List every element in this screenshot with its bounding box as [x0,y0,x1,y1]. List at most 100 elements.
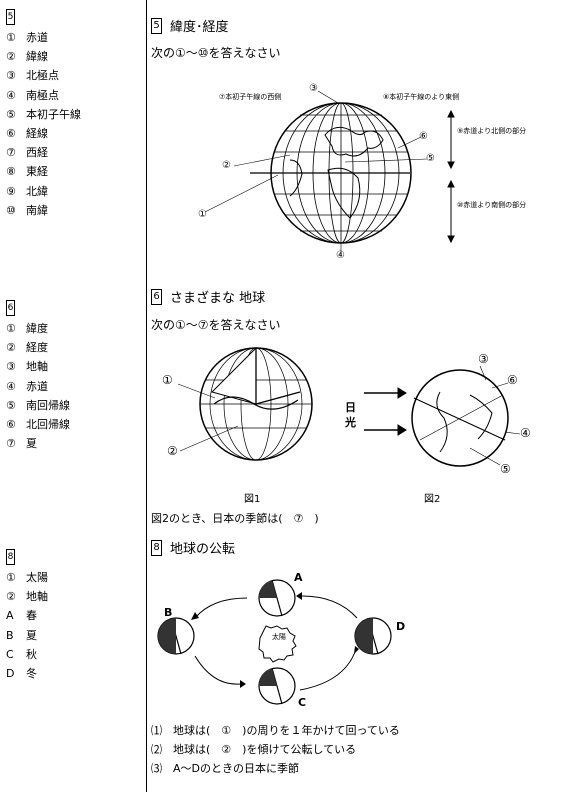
figure-2-caption: 図2 [424,494,441,505]
question-3: ⑶ A～Dのときの日本に季節 [151,762,299,775]
answer-text: 北極点 [26,69,59,83]
answer-number: C [6,647,14,661]
answer-text: 緯線 [26,50,48,64]
sunlight-label-2: 光 [345,416,356,429]
answer-text: 本初子午線 [26,107,81,121]
answer-text: 西経 [26,146,48,160]
answer-number: B [6,628,14,642]
answer-text: 赤道 [26,31,48,44]
answer-number: ① [6,322,16,335]
answer-text: 冬 [26,667,37,681]
fig2-callout-5: ⑤ [500,462,511,476]
answer-text: 北緯 [26,184,48,198]
answer-item: ⑥ 北回帰線 [6,415,70,434]
position-A-label: A [294,571,303,584]
section-number: 5 [151,17,162,34]
answer-item: ③ 地軸 [6,357,70,376]
answer-text: 夏 [26,437,37,451]
answer-header: 5 [6,9,15,25]
question-2: ⑵ 地球は( ② )を傾けて公転している [151,743,357,756]
label-west-side: ⑦本初子午線の西側 [219,93,282,101]
fig2-callout-4: ④ [520,426,531,440]
answer-text: 緯度 [26,322,48,335]
answer-text: 秋 [26,647,37,661]
answer-item: ④ 赤道 [6,377,70,396]
callout-2: ② [222,160,231,171]
label-east-side: ⑧本初子午線のより東側 [383,93,460,101]
callout-4: ④ [336,250,345,261]
answer-number: ② [6,590,16,604]
answer-number: ⑦ [6,437,16,451]
section-8-title: 8 地球の公転 [151,538,235,557]
answer-number: ② [6,50,16,64]
answer-text: 南緯 [26,203,48,217]
answer-number: ④ [6,379,16,393]
position-B-label: B [164,606,173,619]
section-6-instruction: 次の①～⑦を答えなさい [151,318,281,332]
section-title-text: さまざまな 地球 [170,291,266,306]
answer-number: ⑩ [6,203,16,217]
callout-6: ⑥ [419,131,428,142]
answer-item: ⑤ 南回帰線 [6,396,70,415]
answer-item: ⑩ 南緯 [6,201,81,220]
answer-item: ⑤ 本初子午線 [6,105,81,124]
section-title-text: 地球の公転 [170,542,236,557]
answer-number: A [6,609,14,623]
answer-item: ③ 北極点 [6,66,81,85]
figure-1-caption: 図1 [244,494,261,505]
answer-item: ② 地軸 [6,587,48,606]
answer-text: 地軸 [26,590,48,604]
answer-number: ⑥ [6,418,16,432]
answer-text: 南回帰線 [26,398,70,412]
fig1-callout-1: ① [162,373,173,387]
answer-text: 経線 [26,127,48,141]
section-5-title: 5 緯度･経度 [151,16,229,35]
season-question: 図2のとき、日本の季節は( ⑦ ) [151,512,319,525]
answer-number: ① [6,31,16,44]
callout-3: ③ [309,83,318,94]
position-C-label: C [298,696,307,709]
answer-text: 夏 [26,628,37,642]
position-D-label: D [396,620,406,633]
column-divider [146,0,147,792]
answer-number: ⑤ [6,398,16,412]
sunlight-label-1: 日 [345,401,356,414]
answer-text: 春 [26,609,37,623]
answer-number: ⑧ [6,165,16,179]
answer-text: 赤道 [26,379,48,393]
answer-item: ⑧ 東経 [6,162,81,181]
fig1-callout-2: ② [167,444,178,458]
answer-text: 地軸 [26,360,48,374]
section-number: 6 [151,288,162,305]
section-title-text: 緯度･経度 [170,20,229,35]
label-north-part: ⑨赤道より北側の部分 [457,127,527,135]
fig2-callout-3: ③ [478,352,489,366]
answer-header: 6 [6,300,15,316]
answer-text: 北回帰線 [26,418,70,432]
answer-number: ⑤ [6,107,16,121]
answer-number: ⑨ [6,184,16,198]
question-1: ⑴ 地球は( ① )の周りを１年かけて回っている [151,724,400,737]
sun-label: 太陽 [272,633,286,641]
answer-text: 太陽 [26,571,48,584]
answer-number: ③ [6,360,16,374]
answer-number: ③ [6,69,16,83]
answer-text: 東経 [26,165,48,179]
section-5-instruction: 次の①～⑩を答えなさい [151,46,281,60]
answer-number: ④ [6,88,16,102]
answer-header: 8 [6,549,15,565]
answer-text: 南極点 [26,88,59,102]
answer-item: ① 赤道 [6,28,81,47]
callout-1: ① [198,209,207,220]
callout-5: ⑤ [426,153,435,164]
